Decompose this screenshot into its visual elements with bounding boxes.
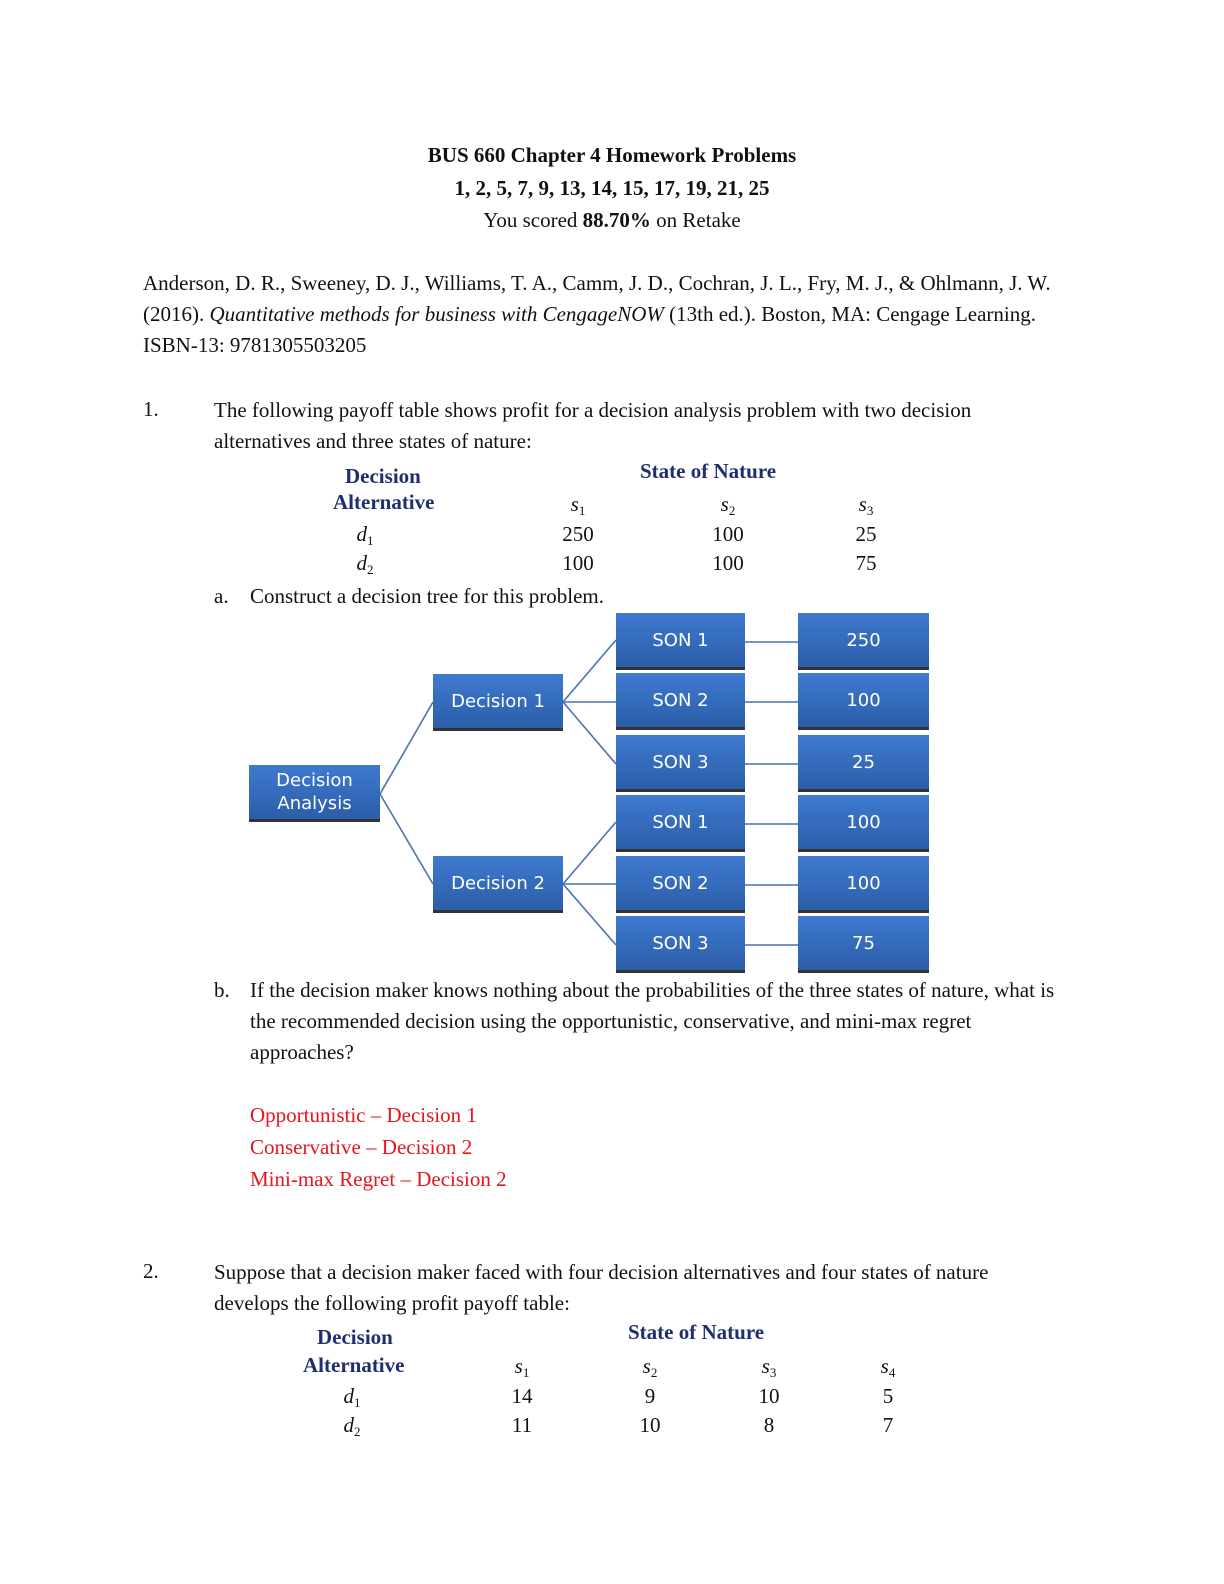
score-value: 88.70% (582, 208, 651, 232)
table2-header-state-of-nature: State of Nature (628, 1320, 765, 1344)
edge-d2-son1 (562, 821, 617, 885)
table1-cell: 100 (562, 551, 594, 575)
table1-cell: 100 (712, 522, 744, 546)
tree-root-word: Decision (276, 770, 353, 791)
tree-decision-node-1: Decision 1 (433, 674, 563, 731)
problem-2-number: 2. (143, 1259, 159, 1283)
table2-state-3: s3 (761, 1354, 777, 1380)
answers: Opportunistic – Decision 1 Conservative … (250, 1099, 507, 1195)
tree-state-node: SON 2 (616, 856, 745, 913)
problem-2-text: Suppose that a decision maker faced with… (214, 1260, 989, 1315)
tree-payoff-node: 75 (798, 916, 929, 973)
answer-conservative: Conservative – Decision 2 (250, 1135, 473, 1159)
table1-row-label: d1 (356, 522, 374, 548)
table2-row-label: d2 (343, 1413, 361, 1439)
document-title: BUS 660 Chapter 4 Homework Problems (427, 143, 797, 167)
table1-cell: 75 (855, 551, 877, 575)
answer-opportunistic: Opportunistic – Decision 1 (250, 1103, 477, 1127)
tree-payoff-node: 100 (798, 795, 929, 852)
tree-payoff-node: 250 (798, 613, 929, 670)
table1-cell: 250 (562, 522, 594, 546)
tree-payoff-node: 25 (798, 735, 929, 792)
part-b-text: If the decision maker knows nothing abou… (250, 978, 1055, 1064)
table2-header-decision: Decision (317, 1325, 393, 1349)
table1-state-1: s1 (570, 492, 586, 518)
tree-root-word: Analysis (277, 793, 352, 814)
tree-payoff-node: 100 (798, 856, 929, 913)
table1-state-3: s3 (858, 492, 874, 518)
edge-d1-son3 (562, 701, 617, 765)
table2-state-2: s2 (642, 1354, 658, 1380)
part-b-label: b. (214, 978, 230, 1002)
citation: Anderson, D. R., Sweeney, D. J., William… (143, 268, 1083, 361)
problem-1-number: 1. (143, 397, 159, 421)
table2-cell: 10 (758, 1384, 780, 1408)
table2-header-alternative: Alternative (303, 1353, 405, 1377)
score-line: You scored 88.70% on Retake (0, 208, 1224, 233)
edge-d1-son1 (562, 639, 617, 703)
citation-book-title: Quantitative methods for business with C… (209, 302, 664, 326)
tree-decision-node-2: Decision 2 (433, 856, 563, 913)
table1-header-decision: Decision (345, 464, 421, 488)
edge-root-d1 (379, 701, 434, 795)
part-a-text: Construct a decision tree for this probl… (250, 584, 604, 608)
score-prefix: You scored (483, 208, 583, 232)
table1-header-alternative: Alternative (333, 490, 435, 514)
problem-1-text: The following payoff table shows profit … (214, 398, 972, 453)
table2-cell: 11 (511, 1413, 533, 1437)
table1-cell: 100 (712, 551, 744, 575)
table1-cell: 25 (855, 522, 877, 546)
table1-header-state-of-nature: State of Nature (640, 459, 777, 483)
edge-root-d2 (379, 793, 434, 885)
part-a-label: a. (214, 584, 229, 608)
edge-d2-son3 (562, 883, 617, 946)
table2-cell: 8 (763, 1413, 775, 1437)
problem-list: 1, 2, 5, 7, 9, 13, 14, 15, 17, 19, 21, 2… (454, 176, 770, 200)
tree-state-node: SON 3 (616, 735, 745, 792)
table2-cell: 5 (882, 1384, 894, 1408)
citation-publisher: (13th ed.). Boston, MA: Cengage Learning… (143, 302, 1036, 357)
answer-minimax-regret: Mini-max Regret – Decision 2 (250, 1167, 507, 1191)
table2-cell: 9 (644, 1384, 656, 1408)
table2-cell: 14 (511, 1384, 533, 1408)
tree-state-node: SON 3 (616, 916, 745, 973)
tree-state-node: SON 1 (616, 795, 745, 852)
table2-cell: 10 (639, 1413, 661, 1437)
score-suffix: on Retake (650, 208, 741, 232)
table2-state-1: s1 (514, 1354, 530, 1380)
tree-payoff-node: 100 (798, 673, 929, 730)
table2-row-label: d1 (343, 1384, 361, 1410)
table1-state-2: s2 (720, 492, 736, 518)
tree-state-node: SON 1 (616, 613, 745, 670)
table2-cell: 7 (882, 1413, 894, 1437)
citation-authors: Anderson, D. R., Sweeney, D. J., William… (143, 271, 1051, 326)
table1-row-label: d2 (356, 551, 374, 577)
table2-state-4: s4 (880, 1354, 896, 1380)
tree-state-node: SON 2 (616, 673, 745, 730)
